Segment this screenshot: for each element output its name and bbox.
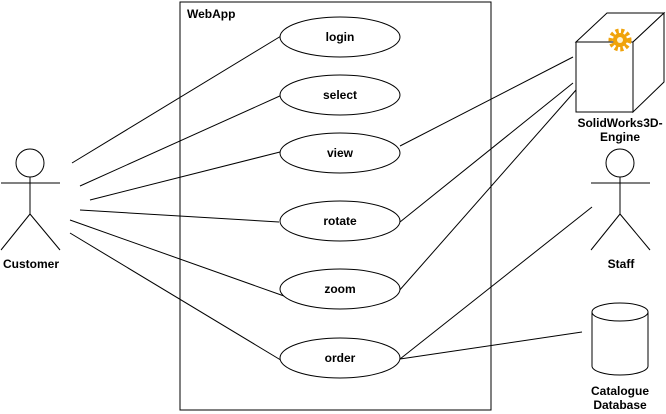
database-node[interactable]: [591, 302, 649, 376]
system-boundary: [179, 1, 492, 411]
actor-customer-right-leg: [29, 213, 61, 251]
customer-associations: [69, 32, 287, 363]
assoc-customer-login: [71, 32, 287, 164]
assoc-engine-zoom: [397, 89, 577, 293]
actor-staff-right-leg: [619, 213, 651, 251]
system-title: WebApp: [187, 7, 235, 21]
engine-associations: [397, 56, 577, 293]
use-case-zoom-label: zoom: [324, 282, 355, 296]
use-case-login[interactable]: login: [279, 16, 401, 58]
assoc-customer-zoom: [69, 219, 285, 297]
database-label-line2: Database: [593, 398, 647, 412]
use-case-select-label: select: [323, 88, 357, 102]
use-case-rotate-label: rotate: [323, 214, 357, 228]
assoc-customer-select: [79, 94, 283, 187]
actor-customer-label: Customer: [3, 257, 59, 271]
use-case-login-label: login: [326, 30, 355, 44]
assoc-customer-view: [89, 151, 281, 201]
database-label-line1: Catalogue: [591, 384, 649, 398]
actor-staff-left-leg: [590, 213, 621, 251]
use-case-order-label: order: [325, 351, 356, 365]
assoc-customer-order: [69, 232, 285, 363]
database-top: [591, 302, 649, 322]
use-case-rotate[interactable]: rotate: [279, 200, 401, 242]
use-case-view[interactable]: view: [279, 132, 401, 174]
gear-icon: [608, 28, 632, 52]
actor-customer[interactable]: [0, 148, 61, 251]
actor-staff-label: Staff: [608, 257, 636, 271]
use-case-select[interactable]: select: [279, 74, 401, 116]
assoc-engine-rotate: [399, 82, 574, 223]
actor-customer-left-leg: [0, 213, 31, 251]
assoc-staff-order: [399, 206, 593, 360]
engine-node-front: [575, 41, 634, 113]
use-case-zoom[interactable]: zoom: [279, 268, 401, 310]
actor-staff-head: [605, 148, 635, 178]
assoc-engine-view: [399, 56, 574, 147]
actor-staff[interactable]: [590, 148, 651, 251]
engine-label-line1: SolidWorks3D-: [577, 116, 662, 130]
database-body: [591, 312, 649, 376]
actor-customer-head: [15, 148, 45, 178]
use-case-order[interactable]: order: [279, 337, 401, 379]
use-case-view-label: view: [327, 146, 354, 160]
order-associations: [399, 206, 593, 360]
engine-node[interactable]: [574, 11, 666, 114]
engine-label-line2: Engine: [600, 130, 640, 144]
